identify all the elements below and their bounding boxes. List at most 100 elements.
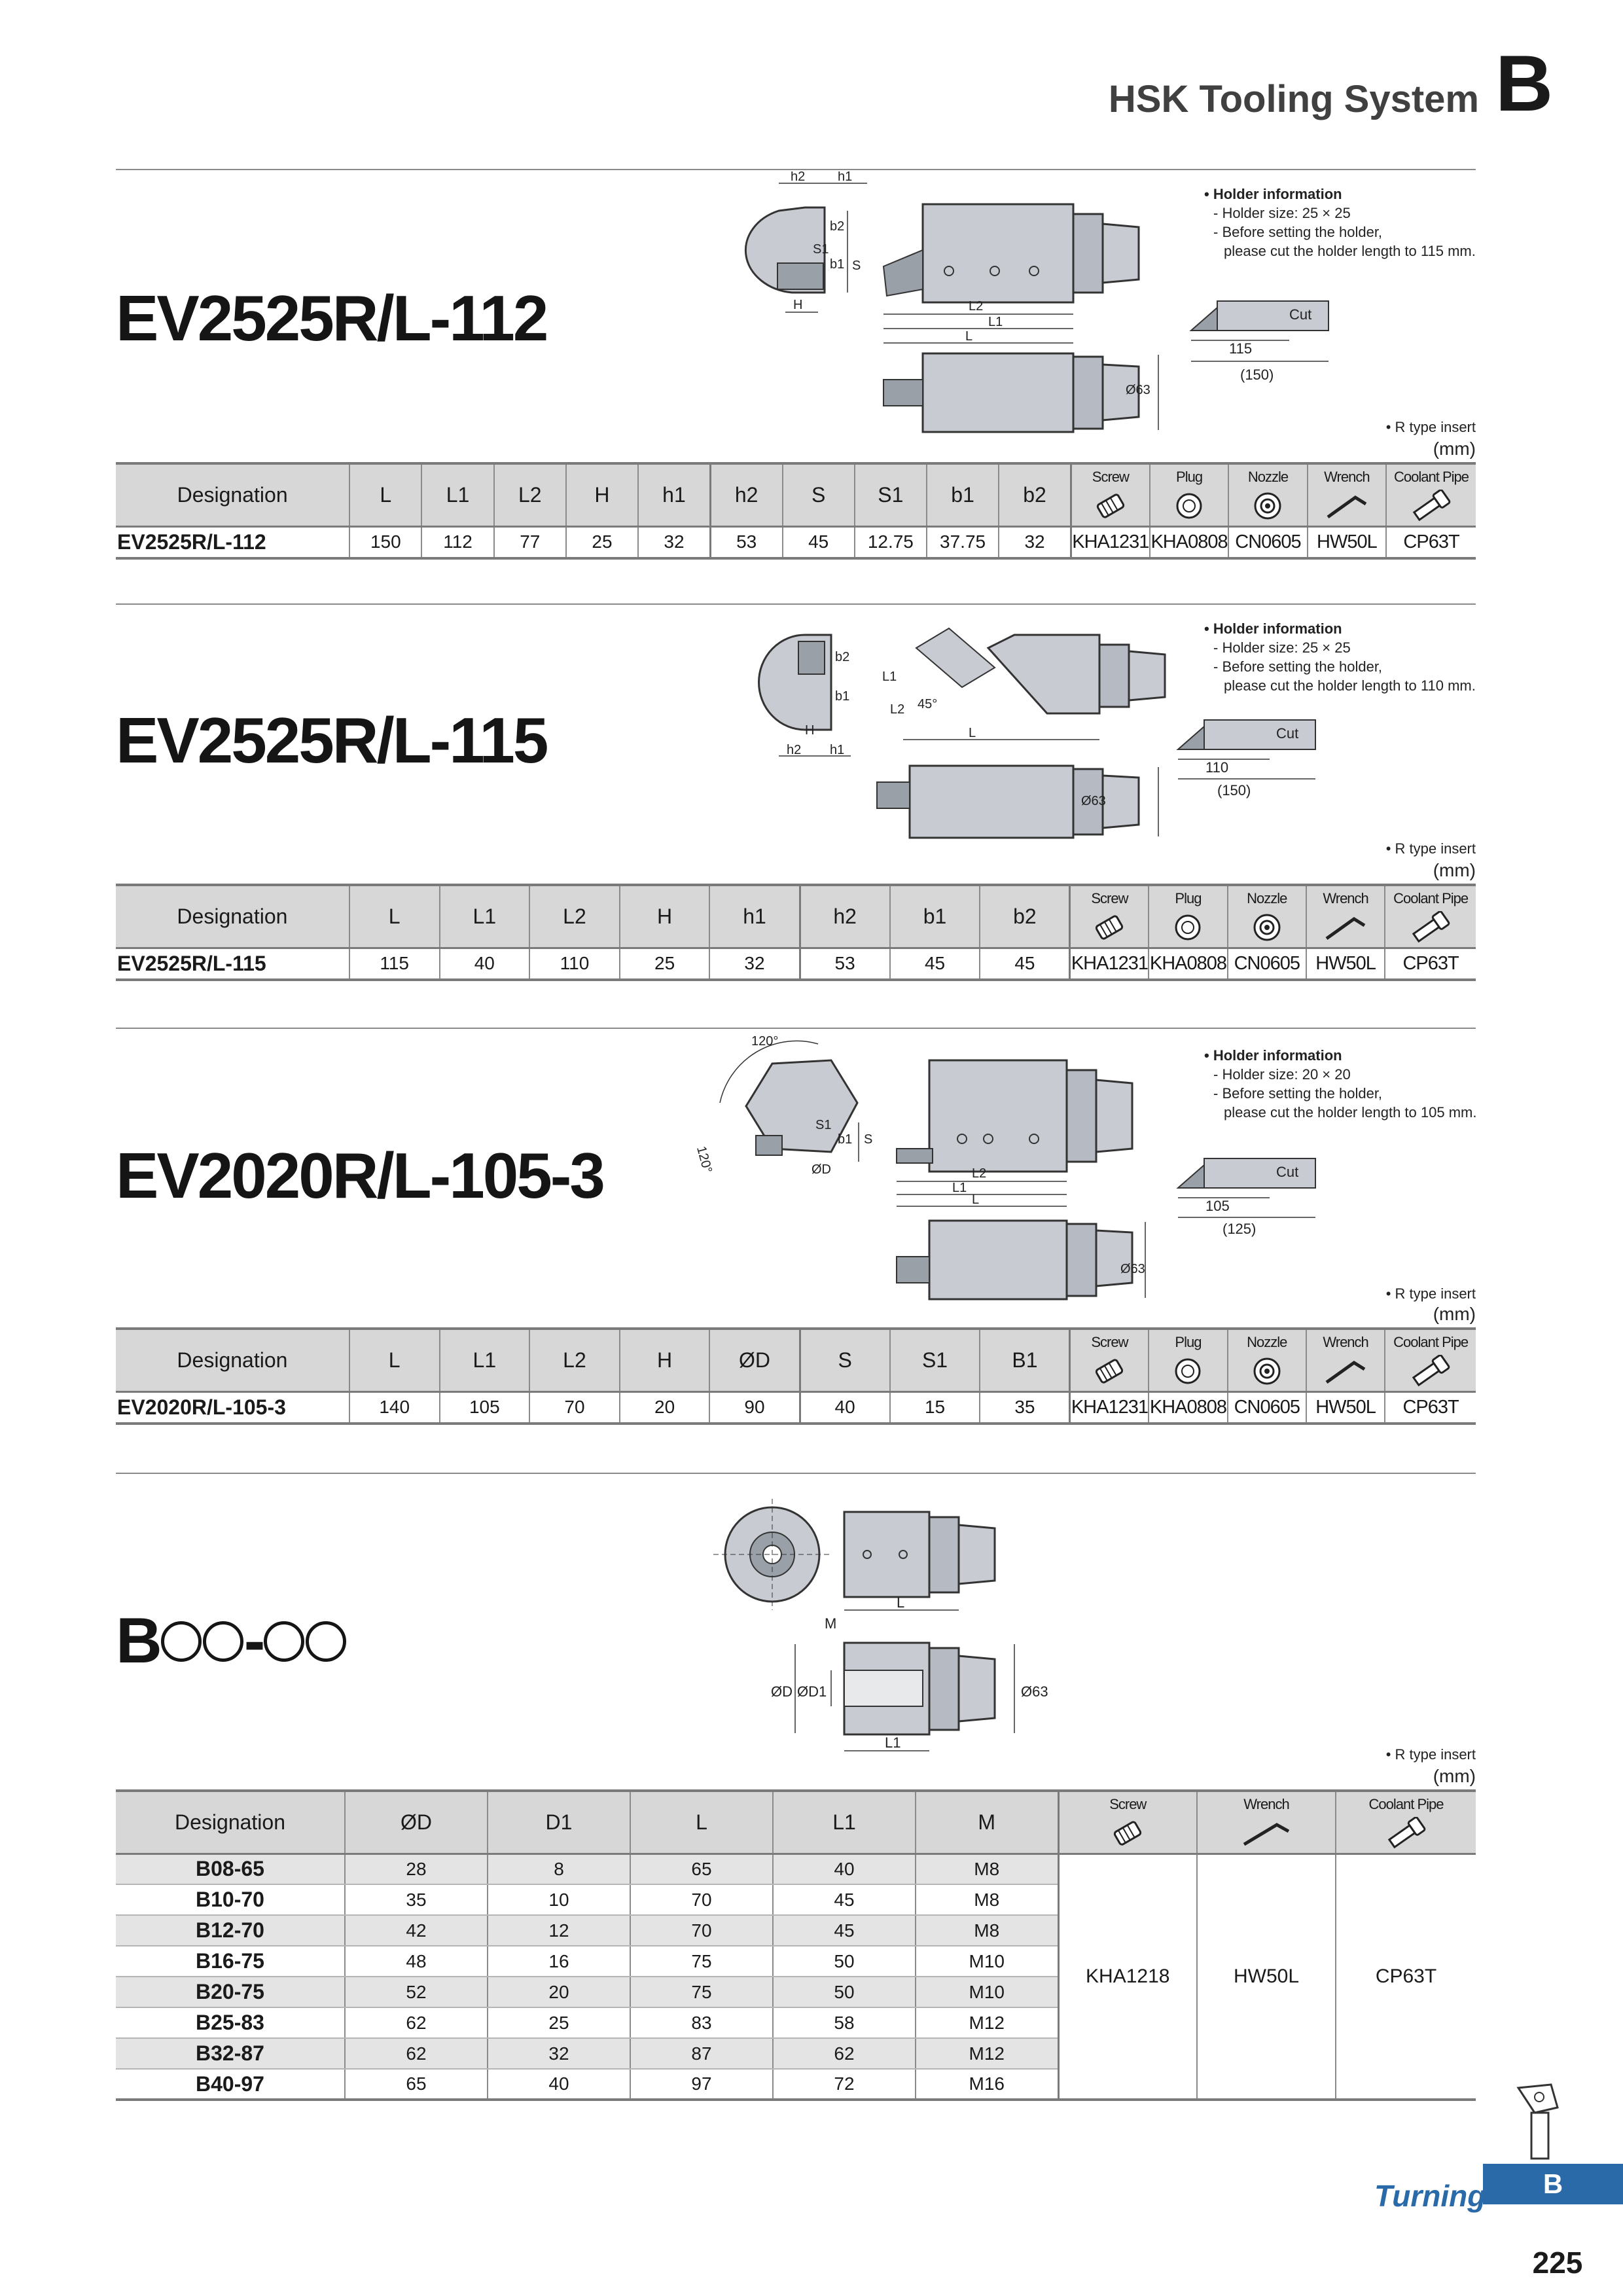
svg-text:Ø63: Ø63 — [1021, 1683, 1048, 1700]
spec-table: Designation L L1 L2 H h1 h2 S S1 b1 b2 S… — [116, 462, 1476, 560]
plug-icon — [1175, 914, 1201, 941]
svg-text:M: M — [825, 1615, 836, 1632]
column-header: L — [349, 885, 440, 948]
accessory-header: Plug — [1149, 885, 1228, 948]
technical-drawing-1: h2 h1 b2 S1 b1 S H L2 L1 L Ø63 — [744, 171, 1159, 433]
column-header: b2 — [980, 885, 1071, 948]
svg-text:Cut: Cut — [1276, 725, 1298, 742]
insert-type-note: • R type insert — [1385, 1746, 1476, 1763]
unit-label: (mm) — [1433, 1766, 1476, 1786]
svg-text:H: H — [793, 298, 802, 312]
accessory-header: Coolant Pipe — [1385, 885, 1476, 948]
holder-information: • Holder information - Holder size: 25 ×… — [1204, 186, 1476, 259]
accessory-header: Plug — [1149, 1329, 1228, 1391]
column-header: h1 — [638, 463, 711, 526]
accessory-header: Screw — [1069, 885, 1150, 948]
column-header: L2 — [529, 1329, 620, 1391]
column-header: L — [349, 1329, 440, 1391]
svg-text:ØD: ØD — [812, 1162, 831, 1177]
section-letter: B — [1495, 39, 1554, 128]
screw-icon — [1096, 493, 1124, 518]
accessory-header: Coolant Pipe — [1336, 1791, 1476, 1854]
nozzle-icon — [1254, 492, 1281, 520]
column-header: b1 — [926, 463, 1000, 526]
accessory-header: Screw — [1058, 1791, 1198, 1854]
column-header: h1 — [709, 885, 801, 948]
svg-text:b1: b1 — [830, 257, 844, 272]
accessory-header: Plug — [1149, 463, 1230, 526]
spec-table: Designation ØD D1 L L1 M Screw Wrench Co… — [116, 1789, 1476, 2101]
technical-drawing-2: b2 b1 H h2 h1 L1 L2 45° L Ø63 — [758, 627, 1166, 839]
svg-text:L: L — [969, 726, 976, 740]
svg-text:L: L — [965, 329, 972, 344]
spec-table: Designation L L1 L2 H h1 h2 b1 b2 Screw … — [116, 884, 1476, 981]
column-header: S1 — [854, 463, 927, 526]
column-header: Designation — [116, 1791, 346, 1854]
page-header-title: HSK Tooling System — [1108, 78, 1479, 120]
svg-text:120°: 120° — [694, 1145, 715, 1175]
svg-text:Ø63: Ø63 — [1120, 1262, 1145, 1276]
column-header: ØD — [709, 1329, 801, 1391]
technical-drawing-4: L M ØD ØD1 Ø63 L1 — [713, 1499, 1048, 1751]
column-header: b2 — [999, 463, 1072, 526]
accessory-header: Coolant Pipe — [1385, 1329, 1476, 1391]
column-header: H — [619, 1329, 711, 1391]
placeholder-circle — [160, 1621, 202, 1662]
column-header: Designation — [116, 463, 351, 526]
svg-text:L1: L1 — [885, 1734, 901, 1751]
insert-type-note: • R type insert — [1385, 840, 1476, 857]
cut-length-drawing: Cut 115 (150) — [1189, 300, 1329, 383]
column-header: M — [916, 1791, 1060, 1854]
svg-text:120°: 120° — [751, 1034, 778, 1049]
cut-length-drawing: Cut 105 (125) — [1176, 1158, 1316, 1237]
svg-text:S1: S1 — [815, 1118, 831, 1132]
svg-text:h2: h2 — [791, 171, 805, 184]
column-header: H — [565, 463, 639, 526]
column-header: L2 — [493, 463, 567, 526]
wrench-icon — [1325, 916, 1366, 941]
cut-length-drawing: Cut 110 (150) — [1176, 719, 1316, 798]
section-tab: B — [1483, 2164, 1623, 2204]
section-name: Turning — [1374, 2179, 1486, 2213]
svg-text:S: S — [864, 1132, 872, 1147]
svg-text:115: 115 — [1229, 340, 1252, 357]
plug-icon — [1175, 1358, 1201, 1384]
svg-text:b1: b1 — [838, 1132, 852, 1147]
placeholder-circle — [264, 1621, 305, 1662]
product-title: EV2525R/L-115 — [116, 704, 548, 776]
accessory-header: Wrench — [1197, 1791, 1336, 1854]
column-header: L2 — [529, 885, 620, 948]
section-divider — [116, 1028, 1476, 1029]
page-number: 225 — [1532, 2246, 1583, 2280]
svg-text:L2: L2 — [972, 1166, 986, 1181]
accessory-header: Wrench — [1307, 463, 1387, 526]
screw-icon — [1114, 1821, 1142, 1846]
nozzle-icon — [1253, 914, 1281, 941]
svg-text:L1: L1 — [952, 1181, 967, 1195]
column-header: Designation — [116, 885, 350, 948]
insert-type-note: • R type insert — [1385, 419, 1476, 435]
accessory-header: Wrench — [1306, 885, 1386, 948]
svg-text:L: L — [972, 1193, 979, 1207]
column-header: h2 — [800, 885, 891, 948]
accessory-header: Nozzle — [1228, 463, 1308, 526]
holder-information: • Holder information - Holder size: 20 ×… — [1204, 1047, 1477, 1121]
svg-text:L1: L1 — [988, 315, 1003, 329]
svg-text:b1: b1 — [835, 689, 849, 704]
svg-text:b2: b2 — [835, 650, 849, 664]
svg-text:L: L — [897, 1594, 904, 1611]
product-title: B- — [116, 1604, 347, 1677]
column-header: L1 — [421, 463, 495, 526]
product-title: EV2020R/L-105-3 — [116, 1139, 605, 1211]
column-header: D1 — [488, 1791, 631, 1854]
svg-text:110: 110 — [1205, 759, 1228, 776]
accessory-header: Screw — [1069, 1329, 1150, 1391]
unit-label: (mm) — [1433, 439, 1476, 459]
svg-text:S1: S1 — [813, 242, 829, 257]
coolant-pipe-icon — [1412, 911, 1450, 943]
column-header: S1 — [889, 1329, 981, 1391]
